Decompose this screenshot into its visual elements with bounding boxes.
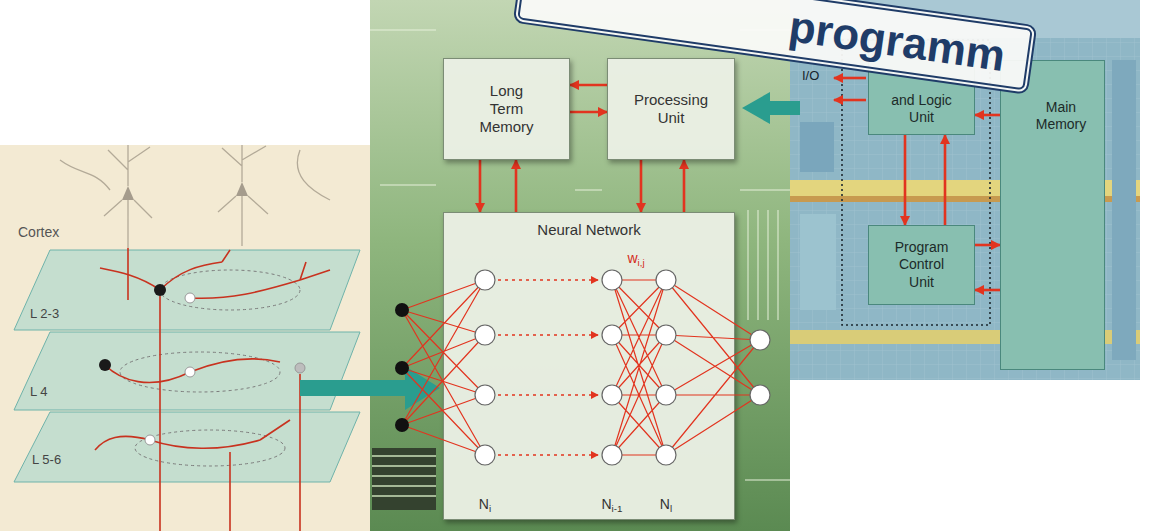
neuron: [656, 385, 676, 405]
weight-label: wi,j: [627, 250, 644, 266]
neuron: [656, 325, 676, 345]
dendrite: [190, 262, 330, 298]
flow-arrow: [975, 289, 1000, 292]
neuron: [750, 330, 770, 350]
network-box: Neural Network: [443, 212, 735, 520]
neuron: [475, 325, 495, 345]
field-ellipse: [160, 270, 300, 310]
layer-skip: [498, 454, 598, 455]
chip-package: [372, 448, 436, 510]
neuron-dot: [185, 293, 195, 303]
grey-neurons: [60, 145, 330, 248]
flow-arrow: [944, 135, 947, 225]
neuron: [602, 270, 622, 290]
cortex-label: Cortex: [18, 224, 59, 240]
layer-label: L 2-3: [30, 306, 59, 321]
dendrite: [100, 250, 230, 531]
teal-arrow: [300, 366, 440, 410]
neuron: [602, 445, 622, 465]
processing-box: Processing Unit: [607, 58, 735, 160]
neuron-dot: [154, 284, 166, 296]
teal-arrow: [742, 92, 800, 124]
dendrite: [95, 420, 290, 531]
flow-arrow: [683, 160, 686, 212]
layer-plane: [14, 332, 360, 410]
flow-arrow: [570, 111, 607, 114]
neuron: [750, 385, 770, 405]
box-text: Long Term Memory: [472, 82, 542, 137]
neuron: [602, 385, 622, 405]
neuron: [602, 325, 622, 345]
synapse-lines: [402, 280, 485, 455]
synapse-lines: [612, 280, 666, 455]
pyramidal-soma: [122, 182, 248, 200]
neuron: [475, 270, 495, 290]
flow-arrow: [479, 160, 482, 212]
flow-arrow: [515, 160, 518, 212]
neuron-dot: [295, 363, 305, 373]
neuron: [475, 445, 495, 465]
cortex-panel: [0, 145, 370, 531]
flow-arrow: [975, 114, 1000, 117]
network-group: [395, 270, 770, 465]
flow-arrow: [570, 84, 607, 87]
neuron-dot: [99, 359, 111, 371]
memory-box: Long Term Memory: [443, 58, 570, 160]
layer-plane: [14, 250, 360, 330]
box-text: Program Control Unit: [887, 239, 957, 290]
neuron: [656, 445, 676, 465]
neuron: [656, 270, 676, 290]
input-dot: [395, 361, 409, 375]
main-memory-box: Main Memory: [1000, 60, 1105, 370]
dashed-fields: [120, 270, 300, 466]
input-dot: [395, 303, 409, 317]
layer-skip: [498, 394, 598, 395]
die-block: [800, 122, 834, 172]
control-unit-box: Program Control Unit: [868, 225, 975, 305]
layer-label: L 4: [30, 384, 48, 399]
input-dot: [395, 418, 409, 432]
chip-pins: [372, 456, 436, 496]
io-arrow: [834, 99, 866, 102]
box-text: Neural Network: [537, 221, 640, 239]
network-illustration: [383, 212, 783, 520]
circuit-panel: [370, 0, 790, 531]
dendrite: [105, 248, 300, 531]
layer-skip: [498, 279, 598, 280]
flow-arrow: [904, 135, 907, 225]
neuron-dot: [185, 367, 195, 377]
trace: [748, 210, 778, 320]
flow-arrow: [975, 244, 1000, 247]
synapse-lines: [666, 280, 760, 455]
neuron-index: Ni: [479, 496, 491, 512]
neuron: [475, 385, 495, 405]
neuron-index: Nl: [660, 496, 672, 512]
box-text: Main Memory: [1026, 99, 1096, 133]
box-text: and Logic Unit: [882, 92, 962, 126]
flow-arrow: [640, 160, 643, 212]
die-block: [800, 214, 836, 310]
io-label: I/O: [802, 68, 819, 83]
io-arrow: [834, 77, 866, 80]
neuron-sketch: [60, 150, 330, 200]
field-ellipse: [120, 352, 280, 392]
red-dendrites: [95, 248, 330, 531]
die-block: [1112, 60, 1136, 360]
neuron-dot: [145, 435, 155, 445]
neuron-index: Ni-1: [601, 496, 622, 512]
neuron-circles: [475, 270, 770, 465]
layer-skip: [498, 334, 598, 335]
box-text: Processing Unit: [626, 91, 716, 128]
stamp-frame: programm: [513, 0, 1038, 95]
layer-label: L 5-6: [32, 452, 61, 467]
